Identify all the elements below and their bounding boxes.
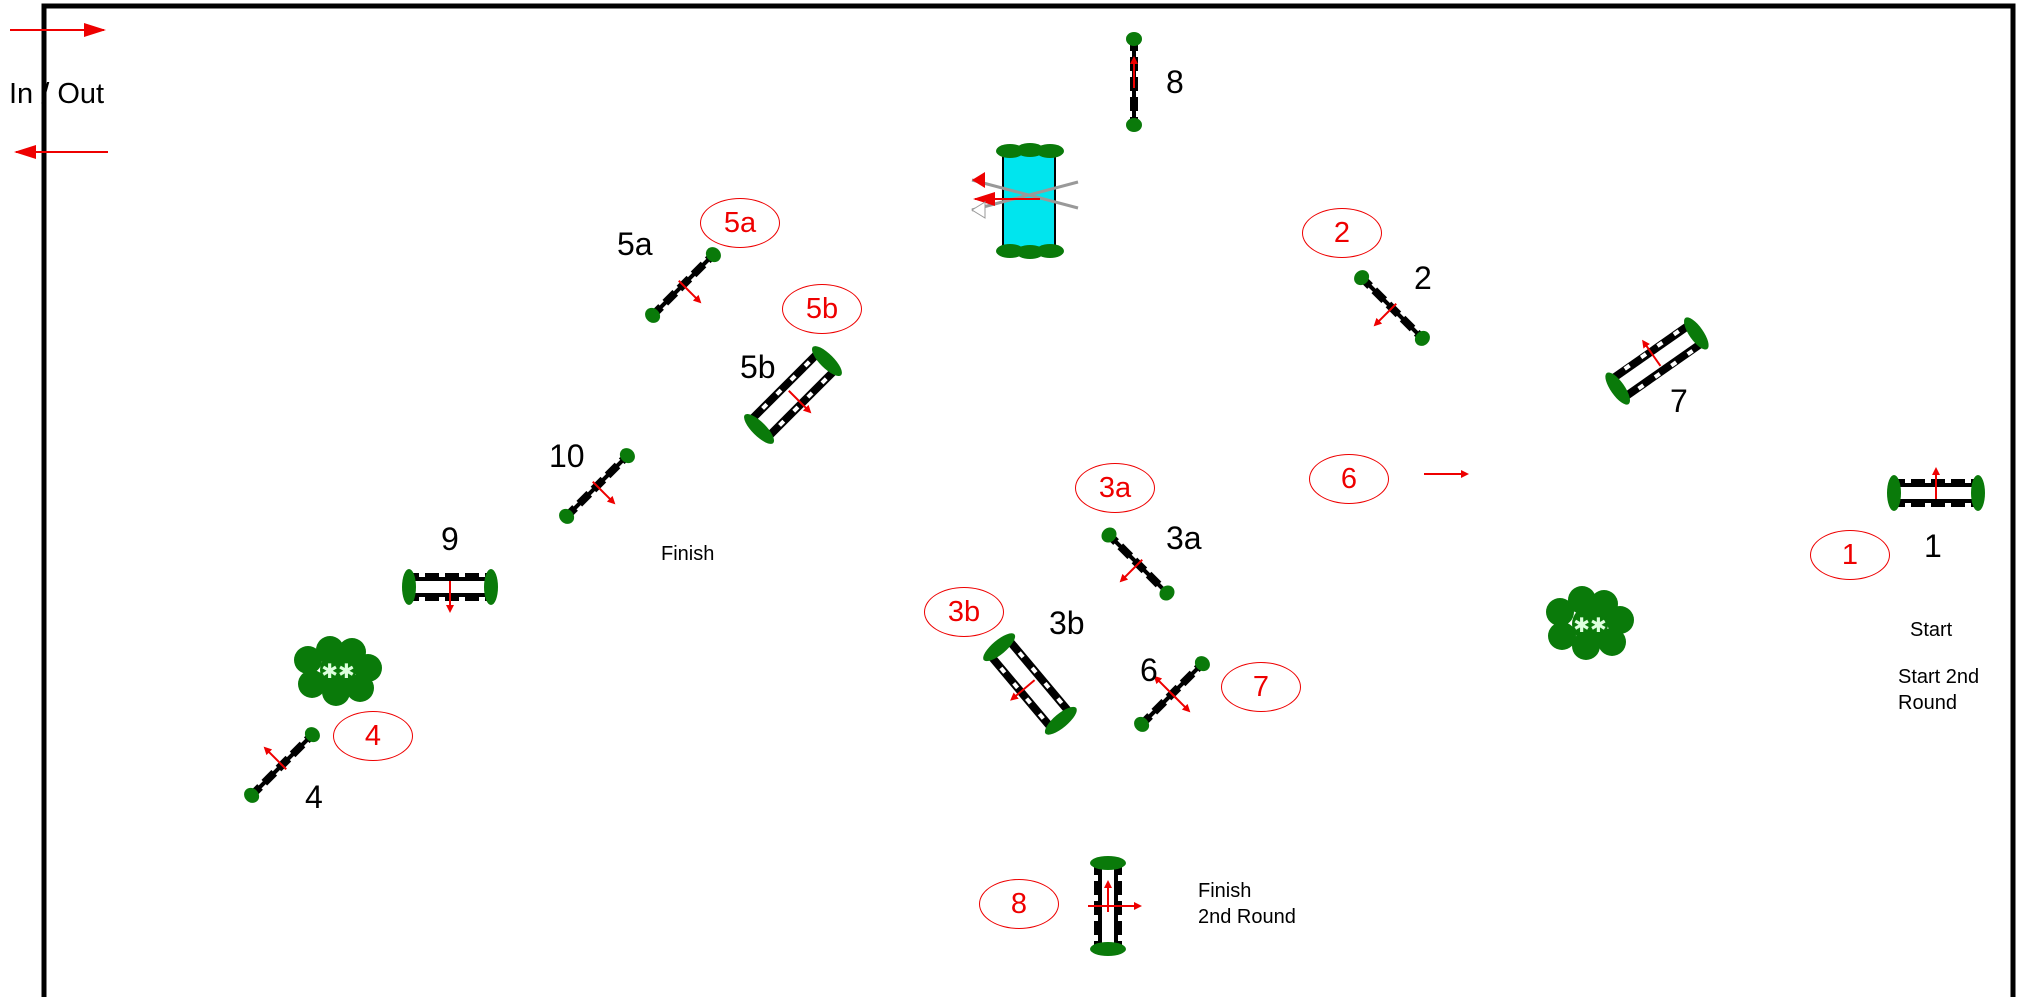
svg-text:✱✱: ✱✱ [1573, 615, 1607, 637]
fence-4 [244, 727, 320, 803]
round2-badge-3a: 3a [1075, 463, 1155, 513]
svg-text:✱✱: ✱✱ [321, 661, 355, 683]
bush-right: ✱✱ [1546, 586, 1634, 660]
fence-number-7: 7 [1670, 383, 1688, 419]
in-out-label: In / Out [9, 78, 105, 110]
fence-number-5a: 5a [617, 226, 653, 262]
round2-badge-2: 2 [1302, 208, 1382, 258]
round2-badge-5a: 5a [700, 198, 780, 248]
fence-number-2: 2 [1414, 260, 1432, 296]
start-2nd-round-line2: Round [1898, 692, 1957, 714]
fence-number-4: 4 [305, 779, 323, 815]
fence-6 [1134, 656, 1210, 732]
fence-number-3b: 3b [1049, 605, 1085, 641]
fence-9 [402, 569, 498, 613]
round2-badge-7: 7 [1221, 662, 1301, 712]
fence-5a [645, 247, 721, 323]
finish-2nd-round-line1: Finish [1198, 880, 1252, 902]
fence-2 [1354, 270, 1430, 346]
water-jump [971, 143, 1079, 259]
fence-1 [1887, 467, 1985, 511]
round2-badge-5b: 5b [782, 284, 862, 334]
round2-badge-3b: 3b [924, 587, 1004, 637]
fence-5b [744, 346, 842, 444]
bush-left: ✱✱ [294, 636, 382, 706]
fence-3a [1101, 527, 1175, 601]
round2-badge-6: 6 [1309, 454, 1389, 504]
round2-badge-4: 4 [333, 711, 413, 761]
fence-number-9: 9 [441, 521, 459, 557]
fence-8-top [1126, 32, 1142, 132]
finish-label: Finish [661, 543, 715, 565]
start-2nd-round-line1: Start 2nd [1898, 666, 1980, 688]
fence-number-1: 1 [1924, 528, 1942, 564]
fence-number-3a: 3a [1166, 520, 1202, 556]
fence-7 [1605, 317, 1709, 405]
finish-2nd-round-line2: 2nd Round [1198, 906, 1296, 928]
start-label: Start [1910, 619, 1953, 641]
arena-border [41, 3, 2016, 997]
fence-10 [559, 448, 635, 524]
fence-number-6: 6 [1140, 652, 1158, 688]
fence-number-5b: 5b [740, 349, 776, 385]
round2-badge-8: 8 [979, 879, 1059, 929]
round2-badge-1: 1 [1810, 530, 1890, 580]
in-out-arrows [10, 23, 108, 159]
fence-number-10: 10 [549, 438, 585, 474]
fence-3b [983, 633, 1077, 735]
fence-number-8: 8 [1166, 64, 1184, 100]
